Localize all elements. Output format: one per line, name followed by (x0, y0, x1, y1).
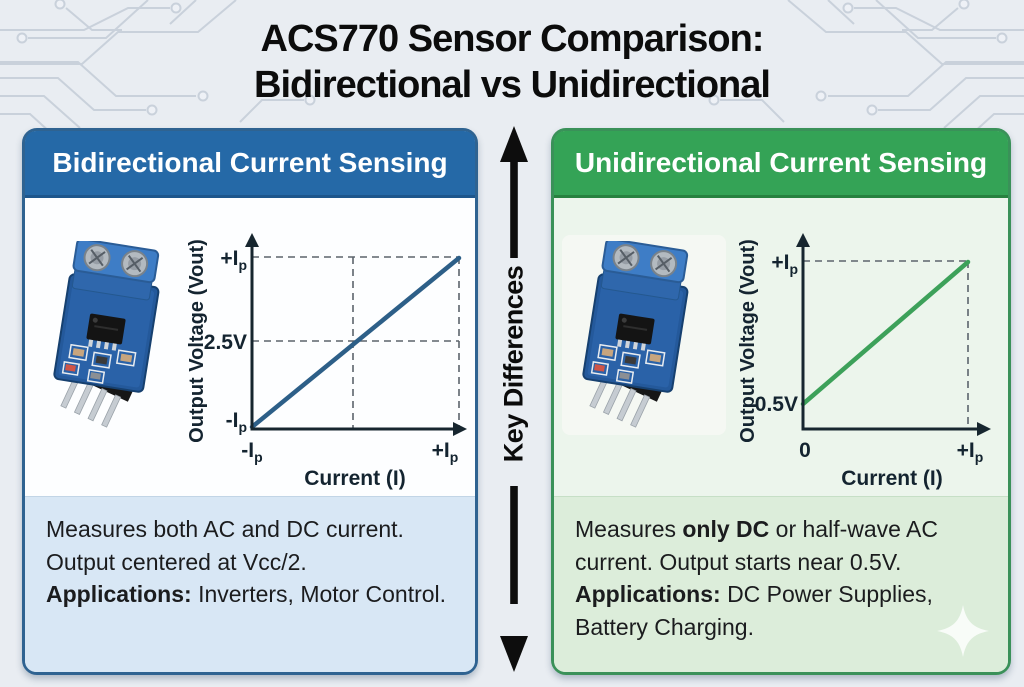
transfer-line (800, 259, 971, 407)
x-tick-right: +Ip (432, 439, 459, 465)
unidirectional-transfer-graph: +Ip 0.5V 0 +Ip Current (I) Output Voltag… (737, 233, 991, 490)
key-differences-label: Key Differences (498, 265, 529, 463)
x-axis-arrowhead (453, 422, 467, 436)
transfer-line (249, 255, 462, 430)
x-axis-label: Current (I) (841, 467, 943, 490)
axes (250, 243, 457, 431)
panel-header-bidirectional: Bidirectional Current Sensing (25, 131, 475, 198)
panel-unidirectional: Unidirectional Current Sensing +Ip 0.5V … (551, 128, 1011, 675)
bidirectional-transfer-graph: +Ip 2.5V -Ip -Ip +Ip Current (I) Output … (186, 233, 467, 490)
x-tick-right: +Ip (957, 439, 984, 465)
y-tick-top: +Ip (220, 247, 247, 273)
sparkle-icon (937, 605, 989, 657)
sensor-module-photo-left (46, 241, 166, 431)
y-axis-label: Output Voltage (Vout) (737, 239, 759, 443)
x-tick-left: 0 (799, 439, 811, 462)
panel-bidirectional: Bidirectional Current Sensing +Ip 2.5V -… (22, 128, 478, 675)
guide-lines (803, 260, 969, 429)
description-text: Measures both AC and DC current. Output … (46, 516, 447, 608)
panel-header-unidirectional: Unidirectional Current Sensing (554, 131, 1008, 198)
only-dc-bold: only DC (682, 516, 770, 542)
y-axis-arrowhead (796, 233, 810, 247)
x-axis-arrowhead (977, 422, 991, 436)
y-tick-top: +Ip (771, 251, 798, 277)
page-title-line-1: ACS770 Sensor Comparison: (260, 18, 765, 60)
y-axis-label: Output Voltage (Vout) (186, 239, 208, 443)
key-differences-arrow (500, 126, 528, 672)
y-tick-bottom: -Ip (226, 409, 247, 435)
y-axis-arrowhead (245, 233, 259, 247)
sensor-module-photo-right (575, 241, 695, 431)
y-tick-mid: 2.5V (204, 331, 247, 354)
panel-description-bidirectional: Measures both AC and DC current. Output … (25, 496, 475, 672)
panel-description-unidirectional: Measures only DC or half-wave AC current… (554, 496, 1008, 672)
applications-label: Applications: (575, 581, 721, 608)
x-axis-label: Current (I) (304, 467, 406, 490)
description-text: Measures only DC or half-wave AC current… (575, 516, 939, 640)
y-tick-bottom: 0.5V (755, 393, 798, 416)
axes (801, 243, 981, 431)
page-title-line-2: Bidirectional vs Unidirectional (254, 64, 771, 107)
circuit-traces-decoration (0, 0, 1024, 135)
applications-label: Applications: (46, 581, 192, 608)
panel-header-bidirectional-label: Bidirectional Current Sensing (52, 147, 448, 178)
x-tick-left: -Ip (241, 439, 262, 465)
page-title: ACS770 Sensor Comparison: Bidirectional … (0, 16, 1024, 109)
panel-header-unidirectional-label: Unidirectional Current Sensing (574, 147, 988, 178)
